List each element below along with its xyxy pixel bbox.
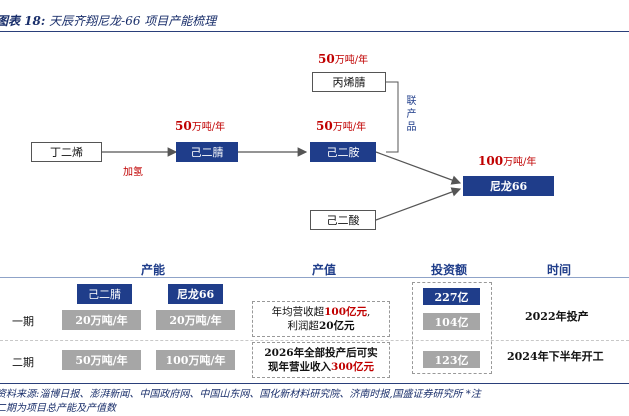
footnote: 资料来源:淄博日报、澎湃新闻、中国政府网、中国山东网、国化新材料研究院、济南时报… — [0, 388, 481, 416]
capacity-pa66: 100万吨/年 — [478, 154, 537, 168]
figure-title: 图表 18: 天辰齐翔尼龙-66 项目产能梳理 — [0, 12, 216, 29]
figure-title-text: 天辰齐翔尼龙-66 项目产能梳理 — [49, 14, 217, 28]
node-acrylonitrile: 丙烯腈 — [312, 72, 386, 92]
capacity-adn: 50万吨/年 — [175, 119, 226, 133]
header-time: 时间 — [547, 263, 572, 277]
node-hexamethylenediamine: 己二胺 — [310, 142, 376, 162]
row2-value-l2a: 现年营业收入 — [268, 361, 332, 373]
header-rule — [0, 277, 629, 278]
row2-pa66-capacity: 100万吨/年 — [156, 350, 235, 370]
badge-nylon66: 尼龙66 — [168, 284, 223, 304]
row2-value-box: 2026年全部投产后可实 现年营业收入300亿元 — [252, 342, 390, 378]
capacity-acn: 50万吨/年 — [318, 52, 369, 66]
row1-value-l1c: , — [367, 306, 371, 318]
footnote-line-1: 资料来源:淄博日报、澎湃新闻、中国政府网、中国山东网、国化新材料研究院、济南时报… — [0, 389, 481, 400]
header-output-value: 产值 — [312, 263, 337, 277]
row-separator — [0, 340, 629, 342]
row1-time: 2022年投产 — [525, 310, 589, 323]
node-adiponitrile: 己二腈 — [176, 142, 238, 162]
row1-value-l1b: 100亿元 — [324, 306, 368, 318]
row1-adn-capacity: 20万吨/年 — [62, 310, 141, 330]
arrow-adipic-pa66 — [375, 187, 462, 221]
bracket-coproduct — [386, 81, 399, 153]
row-phase-2: 二期 — [12, 356, 34, 369]
row2-value-l1: 2026年全部投产后可实 — [264, 347, 378, 359]
footer-rule — [0, 383, 629, 384]
row1-investment: 104亿 — [423, 313, 480, 330]
node-nylon66: 尼龙66 — [463, 176, 554, 196]
row2-adn-capacity: 50万吨/年 — [62, 350, 141, 370]
row-phase-1: 一期 — [12, 315, 34, 328]
row1-value-l2a: 利润超 — [287, 320, 319, 332]
title-rule — [0, 31, 629, 32]
row1-value-box: 年均营收超100亿元, 利润超20亿元 — [252, 301, 390, 337]
row2-investment: 123亿 — [423, 351, 480, 368]
header-investment: 投资额 — [431, 263, 468, 277]
row1-pa66-capacity: 20万吨/年 — [156, 310, 235, 330]
figure-number: 图表 18: — [0, 14, 46, 28]
row1-value-l2b: 20亿元 — [318, 320, 355, 332]
hydrogenation-note: 加氢 — [123, 167, 143, 178]
capacity-hmda: 50万吨/年 — [316, 119, 367, 133]
header-capacity: 产能 — [141, 263, 166, 277]
node-butadiene: 丁二烯 — [31, 142, 102, 162]
row2-time: 2024年下半年开工 — [507, 350, 604, 363]
arrow-hmda-pa66 — [375, 151, 462, 185]
footnote-line-2: 二期为项目总产能及产值数 — [0, 403, 116, 414]
badge-adiponitrile: 己二腈 — [77, 284, 132, 304]
total-investment: 227亿 — [423, 288, 480, 305]
investment-group — [412, 282, 492, 374]
node-adipic-acid: 己二酸 — [310, 210, 376, 230]
co-production-label: 联产品 — [404, 95, 415, 134]
row2-value-l2b: 300亿元 — [331, 361, 374, 373]
flow-connectors — [102, 81, 462, 221]
row1-value-l1a: 年均营收超 — [271, 306, 325, 318]
